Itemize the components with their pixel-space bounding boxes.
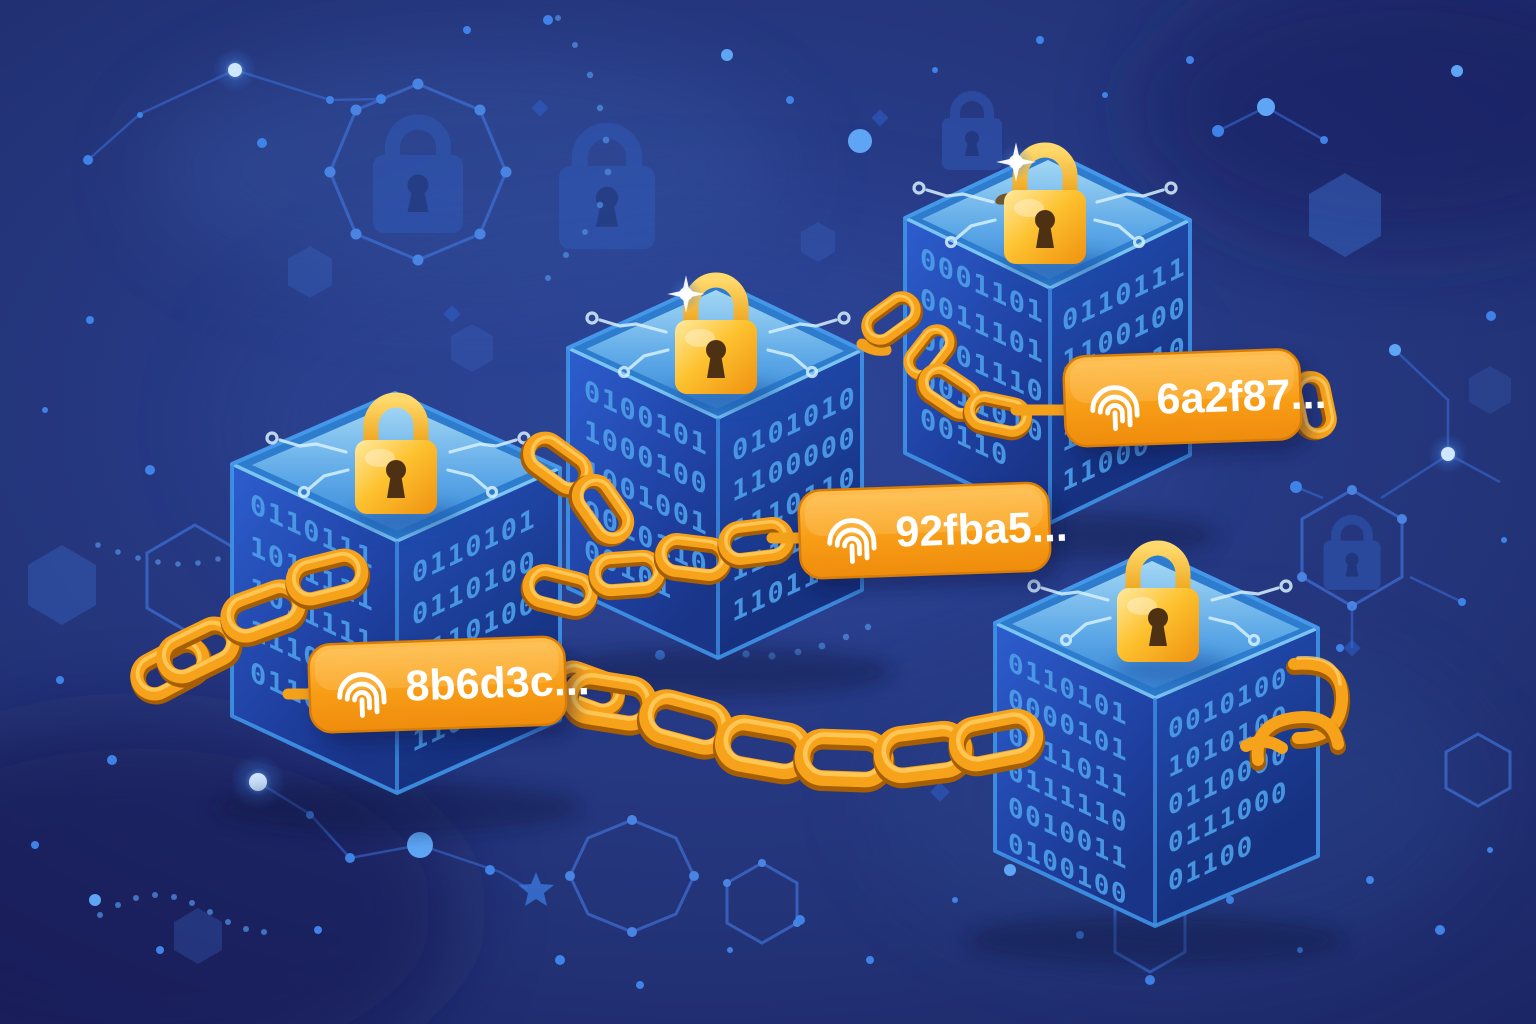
hash-text: 6a2f87... [1156,370,1327,424]
star-shape [518,872,554,906]
hash-label-1: 6a2f87... [1062,348,1327,458]
block-4: 0110101 0000101 0011011 0111110 0010011 … [965,548,1345,966]
hash-text: 92fba5... [895,503,1069,557]
hash-label-2: 92fba5... [797,481,1069,590]
background-hexagons [28,173,1512,964]
chain-hook-right [1240,656,1351,771]
chain-block2-to-block3 [860,290,956,382]
hash-label-3: 8b6d3c... [307,635,591,744]
chain-block3-to-hash1 [917,362,1336,437]
background-octagon-network [324,78,1407,974]
hash-text: 8b6d3c... [405,656,591,710]
